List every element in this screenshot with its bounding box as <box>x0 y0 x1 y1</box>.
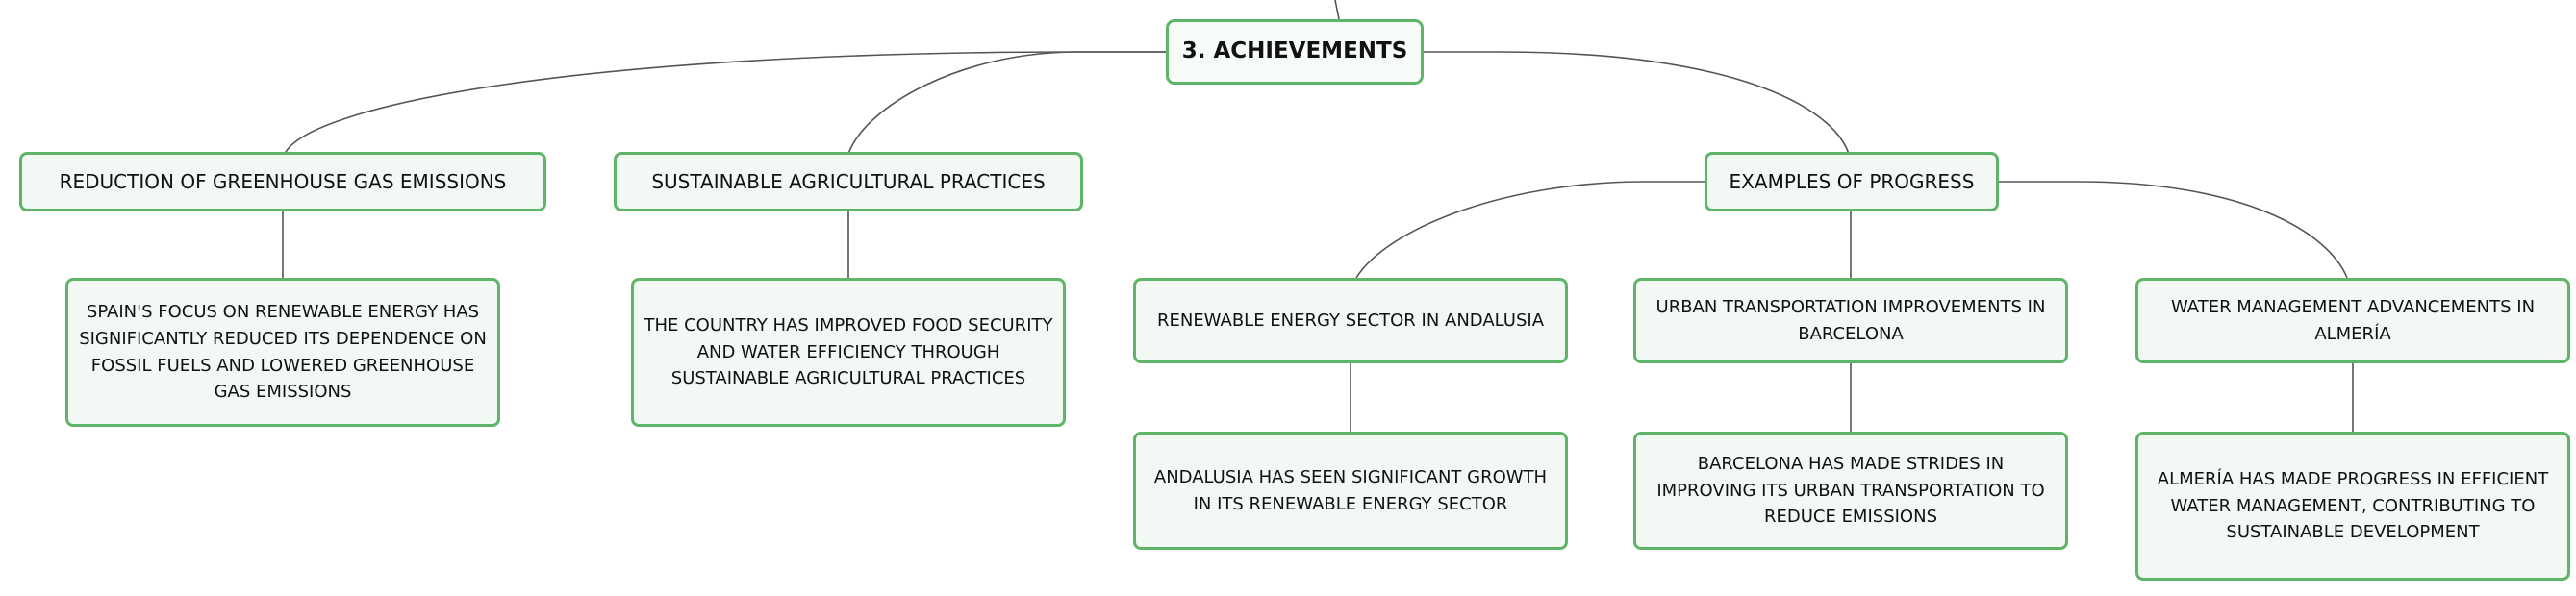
node-renewable-energy-andalusia[interactable]: RENEWABLE ENERGY SECTOR IN ANDALUSIA <box>1133 278 1568 363</box>
detail-andalusia-renewable-growth[interactable]: ANDALUSIA HAS SEEN SIGNIFICANT GROWTH IN… <box>1133 432 1568 550</box>
connector-parent-root <box>1334 0 1340 20</box>
connector-progress-andalusia <box>1355 181 1705 279</box>
detail-sustainable-agriculture[interactable]: THE COUNTRY HAS IMPROVED FOOD SECURITY A… <box>631 278 1066 427</box>
node-water-management-almeria[interactable]: WATER MANAGEMENT ADVANCEMENTS IN ALMERÍA <box>2135 278 2570 363</box>
connector-root-emissions <box>284 51 1166 155</box>
root-node-achievements[interactable]: 3. ACHIEVEMENTS <box>1166 19 1424 85</box>
node-reduction-of-greenhouse-gas-emissions[interactable]: REDUCTION OF GREENHOUSE GAS EMISSIONS <box>19 152 546 211</box>
connector-root-progress <box>1421 51 1850 155</box>
detail-almeria-water-management[interactable]: ALMERÍA HAS MADE PROGRESS IN EFFICIENT W… <box>2135 432 2570 581</box>
node-examples-of-progress[interactable]: EXAMPLES OF PROGRESS <box>1705 152 1999 211</box>
connector-root-agriculture <box>847 51 1166 155</box>
connector-progress-almeria <box>1998 181 2348 279</box>
node-urban-transportation-barcelona[interactable]: URBAN TRANSPORTATION IMPROVEMENTS IN BAR… <box>1633 278 2068 363</box>
node-sustainable-agricultural-practices[interactable]: SUSTAINABLE AGRICULTURAL PRACTICES <box>614 152 1083 211</box>
detail-barcelona-transportation[interactable]: BARCELONA HAS MADE STRIDES IN IMPROVING … <box>1633 432 2068 550</box>
detail-greenhouse-gas-emissions[interactable]: SPAIN'S FOCUS ON RENEWABLE ENERGY HAS SI… <box>65 278 500 427</box>
